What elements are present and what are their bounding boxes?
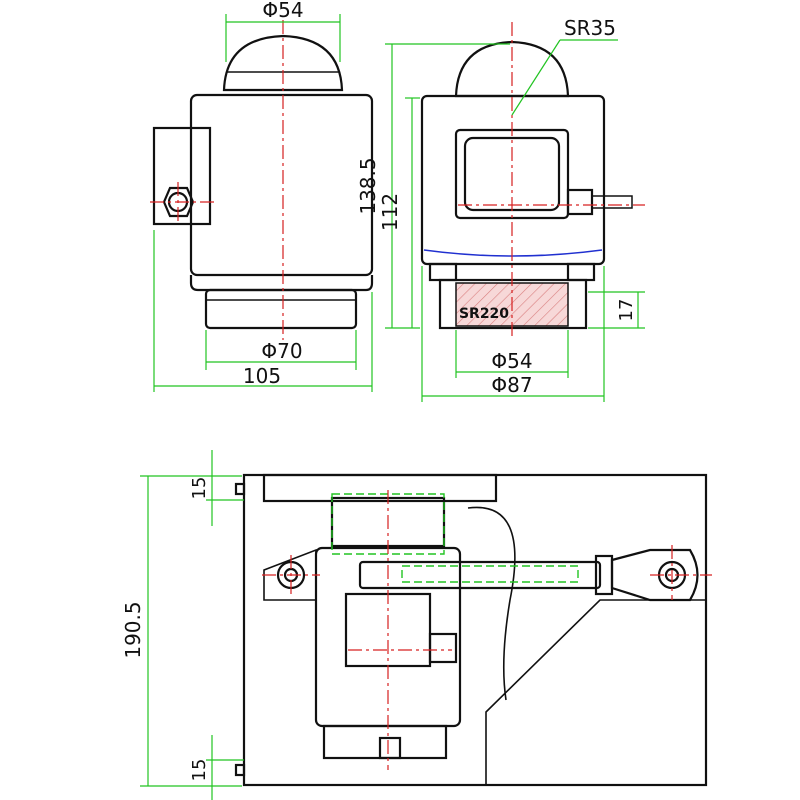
side-view-centerlines — [458, 22, 645, 340]
dim-112: 112 — [378, 193, 402, 231]
assembly-hidden-lines — [331, 493, 579, 583]
assembly-dimensions — [140, 450, 244, 800]
dim-d54-top: Φ54 — [262, 0, 303, 22]
dim-138-5: 138.5 — [356, 157, 380, 214]
dim-105: 105 — [243, 364, 281, 388]
label-sr35: SR35 — [564, 16, 616, 40]
dim-17: 17 — [616, 299, 637, 322]
assembly-view — [234, 473, 708, 787]
dim-190-5: 190.5 — [121, 601, 145, 658]
assembly-centerlines — [262, 490, 712, 770]
front-view-centerlines — [150, 20, 284, 340]
dim-15-top: 15 — [189, 477, 210, 500]
dim-d70: Φ70 — [261, 339, 302, 363]
dim-d87: Φ87 — [491, 373, 532, 397]
front-view — [152, 34, 374, 330]
front-view-dimensions — [153, 14, 373, 392]
side-view-dimensions — [385, 39, 645, 402]
blue-seam — [423, 249, 603, 257]
dim-d54-bottom: Φ54 — [491, 349, 532, 373]
dim-15-bottom: 15 — [189, 759, 210, 782]
label-sr220: SR220 — [459, 306, 509, 322]
